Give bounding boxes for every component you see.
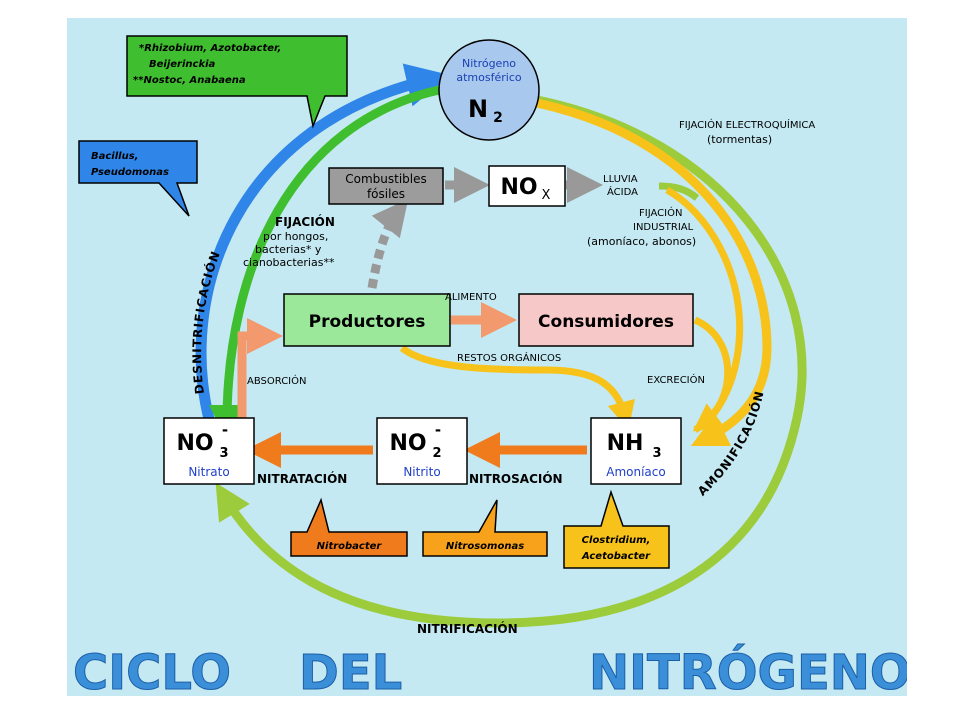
bacillus-line-1: Bacillus,: [91, 151, 138, 162]
rhizobium-line-1: *Rhizobium, Azotobacter,: [139, 43, 281, 54]
rhizobium-line-2: Beijerinckia: [149, 59, 216, 70]
nitrate-formula: NO: [176, 431, 213, 456]
fixation-title: FIJACIÓN: [275, 214, 335, 229]
nitrite-formula: NO: [389, 431, 426, 456]
rhizobium-line-3: **Nostoc, Anabaena: [133, 75, 246, 86]
bacillus-line-2: Pseudomonas: [91, 167, 169, 178]
nitratation-label: NITRATACIÓN: [257, 471, 347, 486]
nox-formula: NO: [500, 175, 537, 200]
ammonia-name: Amoníaco: [606, 465, 665, 479]
fossil-fuels-node: Combustibles fósiles: [328, 167, 444, 205]
acid-rain-label-1: LLUVIA: [603, 174, 638, 185]
clostridium-line-2: Acetobacter: [581, 551, 651, 562]
fixation-line-3: cianobacterias**: [243, 256, 335, 269]
clostridium-line-1: Clostridium,: [582, 535, 651, 546]
title-word-3: NITRÓGENO: [589, 644, 907, 696]
nitrogen-cycle-diagram: Nitrógeno atmosférico N 2 Combustibles f…: [73, 35, 908, 697]
nitrobacter-text: Nitrobacter: [317, 541, 383, 552]
n2-subscript: 2: [493, 110, 503, 126]
fossil-fuels-label-2: fósiles: [367, 187, 405, 201]
title-word-1: CICLO: [73, 645, 231, 696]
nitrosomonas-bubble: Nitrosomonas: [422, 499, 548, 557]
ammonification-label: AMONIFICACIÓN: [695, 389, 767, 498]
nitrosation-label: NITROSACIÓN: [469, 471, 563, 486]
absorption-label: ABSORCIÓN: [247, 374, 306, 387]
nitrite-superscript: -: [435, 421, 441, 439]
industrial-label-2: INDUSTRIAL: [633, 222, 694, 233]
rhizobium-bubble: *Rhizobium, Azotobacter, Beijerinckia **…: [126, 35, 348, 129]
organic-remains-arrow: [399, 345, 635, 430]
fossil-fuels-label-1: Combustibles: [345, 172, 427, 186]
fixation-line-1: por hongos,: [263, 230, 328, 243]
biological-fixation-arrow: [209, 85, 440, 441]
excretion-label: EXCRECIÓN: [647, 373, 705, 386]
industrial-label-1: FIJACIÓN: [639, 206, 682, 219]
nitrite-name: Nitrito: [403, 465, 440, 479]
nitrification-cycle-arrow: [215, 95, 807, 628]
n2-formula: N: [468, 95, 488, 123]
nox-node: NO X: [488, 165, 566, 207]
n2-label-1: Nitrógeno: [462, 57, 516, 70]
title-word-2: DEL: [299, 645, 402, 696]
acid-rain-label-2: ÁCIDA: [607, 185, 638, 198]
producers-label: Productores: [309, 312, 426, 332]
nitrite-subscript: 2: [432, 446, 441, 461]
industrial-label-3: (amoníaco, abonos): [587, 235, 696, 248]
food-label: ALIMENTO: [445, 292, 497, 303]
nitrate-node: NO 3 - Nitrato: [163, 417, 255, 485]
absorption-arrow: [237, 318, 283, 418]
electrochemical-fixation-arrow: [536, 98, 772, 447]
electrochemical-label-1: FIJACIÓN ELECTROQUÍMICA: [679, 118, 815, 131]
nitrate-superscript: -: [222, 421, 228, 439]
nitrite-node: NO 2 - Nitrito: [376, 417, 468, 485]
nitrate-subscript: 3: [219, 446, 228, 461]
n2-label-2: atmosférico: [456, 71, 521, 84]
consumers-label: Consumidores: [538, 312, 674, 332]
page-title: CICLO DEL NITRÓGENO: [73, 644, 908, 697]
consumers-node: Consumidores: [518, 293, 694, 347]
fixation-line-2: bacterias* y: [255, 243, 322, 256]
excretion-arrow: [692, 316, 732, 432]
acid-rain-arrow: [658, 182, 700, 201]
clostridium-bubble: Clostridium, Acetobacter: [563, 489, 670, 569]
nitrification-label: NITRIFICACIÓN: [417, 621, 518, 636]
bacillus-bubble: Bacillus, Pseudomonas: [78, 140, 198, 217]
fossil-fuel-arrow: [367, 198, 409, 289]
ammonia-node: NH 3 Amoníaco: [590, 417, 682, 485]
atmospheric-nitrogen-node: Nitrógeno atmosférico N 2: [438, 39, 540, 141]
nox-subscript: X: [542, 188, 551, 203]
diagram-panel: Nitrógeno atmosférico N 2 Combustibles f…: [67, 18, 907, 696]
nitrobacter-bubble: Nitrobacter: [290, 497, 408, 557]
organic-remains-label: RESTOS ORGÁNICOS: [457, 351, 561, 364]
nitrate-name: Nitrato: [188, 465, 229, 479]
nitrosomonas-text: Nitrosomonas: [446, 541, 524, 552]
producers-node: Productores: [283, 293, 451, 347]
denitrification-arrow: [195, 63, 451, 425]
ammonia-formula: NH: [607, 431, 644, 456]
ammonia-subscript: 3: [652, 446, 661, 461]
electrochemical-label-2: (tormentas): [707, 133, 772, 146]
